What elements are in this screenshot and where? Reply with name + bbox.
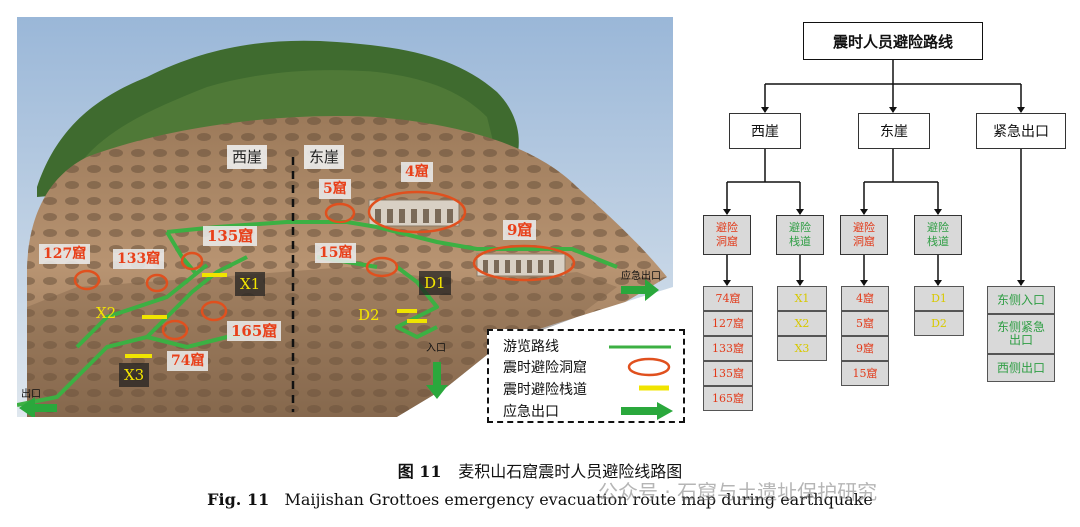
green-arrow-icon	[621, 402, 673, 420]
list-east-plankway: D1	[914, 286, 964, 311]
map-legend: 游览路线 震时避险洞窟 震时避险栈道 应急出口	[487, 329, 685, 423]
list-east-cave: 5窟	[841, 311, 889, 336]
flow-branch-east: 东崖	[858, 113, 930, 149]
cave-label-4: 4窟	[401, 162, 433, 182]
emergency-exit-label: 应急出口	[621, 271, 661, 282]
list-west-cave: 133窟	[703, 336, 753, 361]
green-line-icon	[609, 345, 671, 349]
plankway-marks	[125, 273, 427, 358]
cave-label-135: 135窟	[203, 226, 258, 246]
legend-refuge-cave: 震时避险洞窟	[503, 360, 587, 376]
caption-cn-text: 麦积山石窟震时人员避险线路图	[458, 462, 683, 481]
flow-west-plankway: 避险栈道	[776, 215, 824, 255]
legend-refuge-plankway: 震时避险栈道	[503, 382, 587, 398]
list-west-cave: 74窟	[703, 286, 753, 311]
plankway-label-x1: X1	[235, 272, 266, 296]
plankway-label-x2: X2	[96, 304, 117, 322]
flow-east-plankway: 避险栈道	[914, 215, 962, 255]
refuge-cave-marks	[73, 190, 576, 341]
emergency-arrows	[19, 279, 659, 419]
cave-label-9: 9窟	[503, 220, 537, 240]
plankway-label-d2: D2	[358, 306, 380, 324]
list-east-cave: 15窟	[841, 361, 889, 386]
list-west-cave: 135窟	[703, 361, 753, 386]
flow-branch-west: 西崖	[729, 113, 801, 149]
list-west-cave: 165窟	[703, 386, 753, 411]
caption-cn-label: 图 11	[397, 462, 442, 481]
plankway-label-d1: D1	[419, 271, 451, 295]
list-east-cave: 4窟	[841, 286, 889, 311]
caption-en-label: Fig. 11	[207, 490, 270, 509]
list-west-plankway: X3	[777, 336, 827, 361]
flow-west-caves: 避险洞窟	[703, 215, 751, 255]
entrance-label: 入口	[426, 343, 446, 354]
cave-label-165: 165窟	[227, 321, 282, 341]
list-west-plankway: X2	[777, 311, 827, 336]
exit-label: 出口	[21, 389, 41, 400]
cave-label-15: 15窟	[315, 243, 357, 263]
watermark: 公众号 · 石窟与土遗址保护研究	[598, 480, 878, 504]
cave-label-74: 74窟	[167, 351, 209, 371]
caption-cn: 图 11 麦积山石窟震时人员避险线路图	[0, 458, 1080, 482]
flow-east-caves: 避险洞窟	[840, 215, 888, 255]
list-east-cave: 9窟	[841, 336, 889, 361]
flow-root: 震时人员避险路线	[803, 22, 983, 60]
red-ellipse-icon	[627, 357, 671, 377]
cave-label-5: 5窟	[319, 179, 351, 199]
list-east-plankway: D2	[914, 311, 964, 336]
caption-en-text: Maijishan Grottoes emergency evacuation …	[284, 490, 873, 509]
plankway-label-x3: X3	[119, 363, 150, 387]
cave-label-133: 133窟	[113, 249, 165, 269]
list-exit: 西侧出口	[987, 354, 1055, 382]
list-exit: 东侧紧急出口	[987, 314, 1055, 354]
cave-label-127: 127窟	[39, 244, 91, 264]
list-west-cave: 127窟	[703, 311, 753, 336]
legend-tour-route: 游览路线	[503, 339, 559, 355]
yellow-line-icon	[639, 385, 669, 391]
list-west-plankway: X1	[777, 286, 827, 311]
west-cliff-label: 西崖	[227, 145, 268, 169]
east-cliff-label: 东崖	[304, 145, 345, 169]
legend-emergency-exit: 应急出口	[503, 404, 559, 420]
caption-en: Fig. 11 Maijishan Grottoes emergency eva…	[0, 490, 1080, 509]
list-exit: 东侧入口	[987, 286, 1055, 314]
flow-branch-exit: 紧急出口	[976, 113, 1066, 149]
